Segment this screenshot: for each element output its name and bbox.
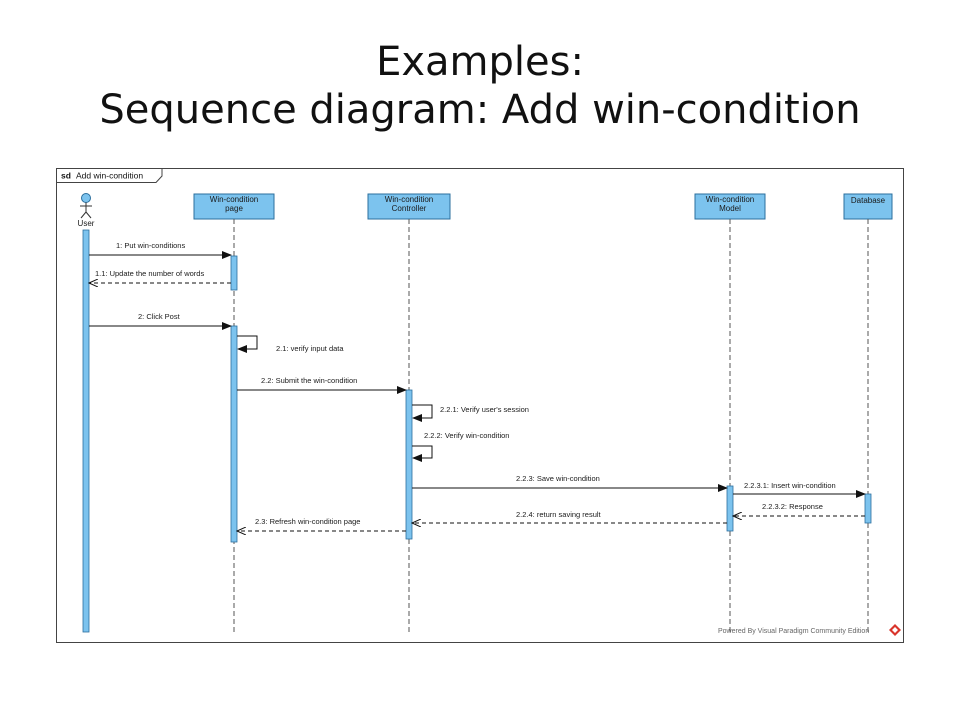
visual-paradigm-logo-icon	[889, 624, 901, 636]
lifelines: UserWin-conditionpageWin-conditionContro…	[78, 193, 893, 634]
lifeline-label-user: User	[78, 219, 95, 228]
lifeline-box-database	[843, 193, 893, 220]
actor-user-icon	[80, 193, 92, 219]
message-label: 1: Put win-conditions	[116, 241, 185, 250]
lifeline-box-model	[694, 193, 766, 220]
self-message-arrow	[237, 335, 258, 353]
actor-leg-right	[85, 211, 92, 219]
self-message-arrow	[412, 445, 433, 462]
activation-bar-user	[82, 229, 90, 633]
slide-title-line: Examples:	[376, 39, 584, 85]
lifeline-box-page	[193, 193, 275, 220]
lifeline-label-controller: Win-condition	[385, 195, 433, 204]
activation-bar-database	[864, 493, 872, 524]
lifeline-label-model: Win-condition	[706, 195, 754, 204]
message-2-2-4: 2.2.4: return saving result	[412, 510, 727, 523]
self-message-arrow	[412, 404, 433, 422]
message-label: 2: Click Post	[138, 312, 181, 321]
diagram-frame	[56, 168, 904, 643]
message-2-2-2: 2.2.2: Verify win-condition	[412, 431, 509, 462]
message-1: 1: Put win-conditions	[89, 241, 232, 259]
message-label: 2.1: verify input data	[276, 344, 344, 353]
message-2-2: 2.2: Submit the win-condition	[237, 376, 407, 394]
message-2-2-3: 2.2.3: Save win-condition	[412, 474, 728, 492]
message-2: 2: Click Post	[89, 312, 232, 330]
activations	[82, 229, 872, 633]
message-2-1: 2.1: verify input data	[237, 335, 344, 353]
lifeline-box-controller	[367, 193, 451, 220]
message-label: 2.2.3.1: Insert win-condition	[744, 481, 836, 490]
message-2-3: 2.3: Refresh win-condition page	[237, 517, 406, 531]
messages: 1: Put win-conditions 1.1: Update the num…	[89, 241, 866, 531]
lifeline-label-controller: Controller	[392, 204, 427, 213]
message-label: 2.2: Submit the win-condition	[261, 376, 357, 385]
frame-keyword: sd	[61, 171, 71, 181]
activation-bar-controller	[405, 389, 413, 540]
slide-subtitle: Sequence diagram: Add win-condition	[99, 87, 861, 133]
lifeline-label-page: page	[225, 204, 243, 213]
message-label: 1.1: Update the number of words	[95, 269, 204, 278]
message-2-2-1: 2.2.1: Verify user's session	[412, 404, 529, 422]
footer-credit: Powered By Visual Paradigm Community Edi…	[718, 628, 869, 635]
frame-name: Add win-condition	[76, 171, 143, 181]
activation-bar-page	[230, 325, 238, 543]
actor-leg-left	[80, 211, 87, 219]
message-label: 2.2.1: Verify user's session	[440, 405, 529, 414]
message-2-2-3-2: 2.2.3.2: Response	[733, 502, 865, 516]
lifeline-label-page: Win-condition	[210, 195, 258, 204]
frame-tab	[56, 168, 163, 183]
message-2-2-3-1: 2.2.3.1: Insert win-condition	[733, 481, 866, 498]
message-1-1: 1.1: Update the number of words	[89, 269, 231, 283]
slide-title: Examples: Sequence diagram: Add win-cond…	[0, 38, 960, 134]
message-label: 2.2.3: Save win-condition	[516, 474, 600, 483]
lifeline-label-database: Database	[851, 196, 886, 205]
message-label: 2.3: Refresh win-condition page	[255, 517, 360, 526]
sequence-diagram: sd Add win-condition UserWin-conditionpa…	[56, 168, 904, 643]
lifeline-label-model: Model	[719, 204, 741, 213]
message-label: 2.2.3.2: Response	[762, 502, 823, 511]
activation-bar-model	[726, 485, 734, 532]
actor-head	[81, 193, 91, 203]
message-label: 2.2.4: return saving result	[516, 510, 602, 519]
activation-bar-page	[230, 255, 238, 291]
message-label: 2.2.2: Verify win-condition	[424, 431, 509, 440]
